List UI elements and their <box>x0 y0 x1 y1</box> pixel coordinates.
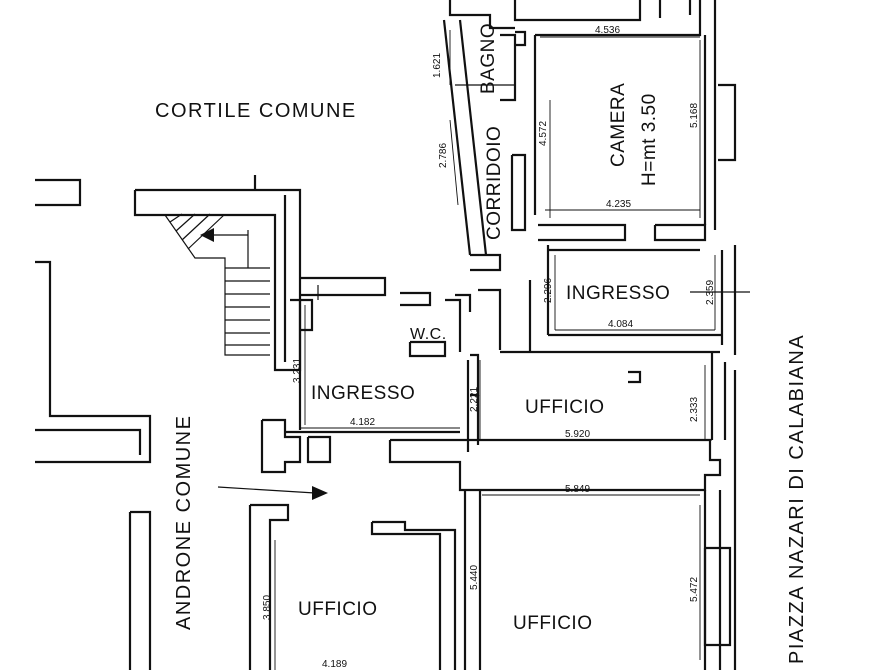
dim-ufficio-mid-right: 2.333 <box>689 397 700 422</box>
walls-center <box>260 276 722 670</box>
dim-ingresso-right-bottom: 4.084 <box>608 319 633 330</box>
dim-ufficio-br-left: 5.440 <box>469 565 480 590</box>
dim-ingresso-left-left: 3.231 <box>292 358 303 383</box>
corridoio-label: CORRIDOIO <box>484 126 505 240</box>
ingresso-right-label: INGRESSO <box>566 283 670 304</box>
walls-right <box>442 0 750 670</box>
staircase <box>164 213 270 356</box>
dim-camera-top: 4.536 <box>595 25 620 36</box>
bagno-label: BAGNO <box>478 23 499 94</box>
dim-ufficio-br-top: 5.849 <box>565 484 590 495</box>
piazza-label: PIAZZA NAZARI DI CALABIANA <box>786 334 808 664</box>
dim-ingresso-right-left: 2.296 <box>543 278 554 303</box>
dim-bagno-height: 1.621 <box>432 53 443 78</box>
camera-height-label: H=mt 3.50 <box>639 93 660 186</box>
dim-ufficio-bl-bottom: 4.189 <box>322 659 347 670</box>
ingresso-left-label: INGRESSO <box>311 383 415 404</box>
dim-corridoio-height: 2.786 <box>438 143 449 168</box>
dim-ufficio-mid-left: 2.221 <box>469 387 480 412</box>
wc-label: W.C. <box>410 326 447 343</box>
dim-camera-right: 5.168 <box>689 103 700 128</box>
dim-camera-left: 4.572 <box>538 121 549 146</box>
ufficio-bottom-right-label: UFFICIO <box>513 613 593 634</box>
dim-ufficio-br-right: 5.472 <box>689 577 700 602</box>
dim-camera-bottom: 4.235 <box>606 199 631 210</box>
dim-ufficio-bl-left: 3.850 <box>262 595 273 620</box>
dim-ingresso-right-right: 2.359 <box>705 280 716 305</box>
dim-ingresso-left-bottom: 4.182 <box>350 417 375 428</box>
camera-label: CAMERA <box>608 83 629 167</box>
dim-ufficio-mid-bottom: 5.920 <box>565 429 590 440</box>
entrance-arrow-icon <box>217 486 328 500</box>
dimension-lines <box>274 30 716 670</box>
cortile-label: CORTILE COMUNE <box>155 100 357 122</box>
androne-label: ANDRONE COMUNE <box>173 415 195 630</box>
ufficio-bottom-left-label: UFFICIO <box>298 599 378 620</box>
ufficio-mid-label: UFFICIO <box>525 397 605 418</box>
walls-left <box>35 175 302 670</box>
